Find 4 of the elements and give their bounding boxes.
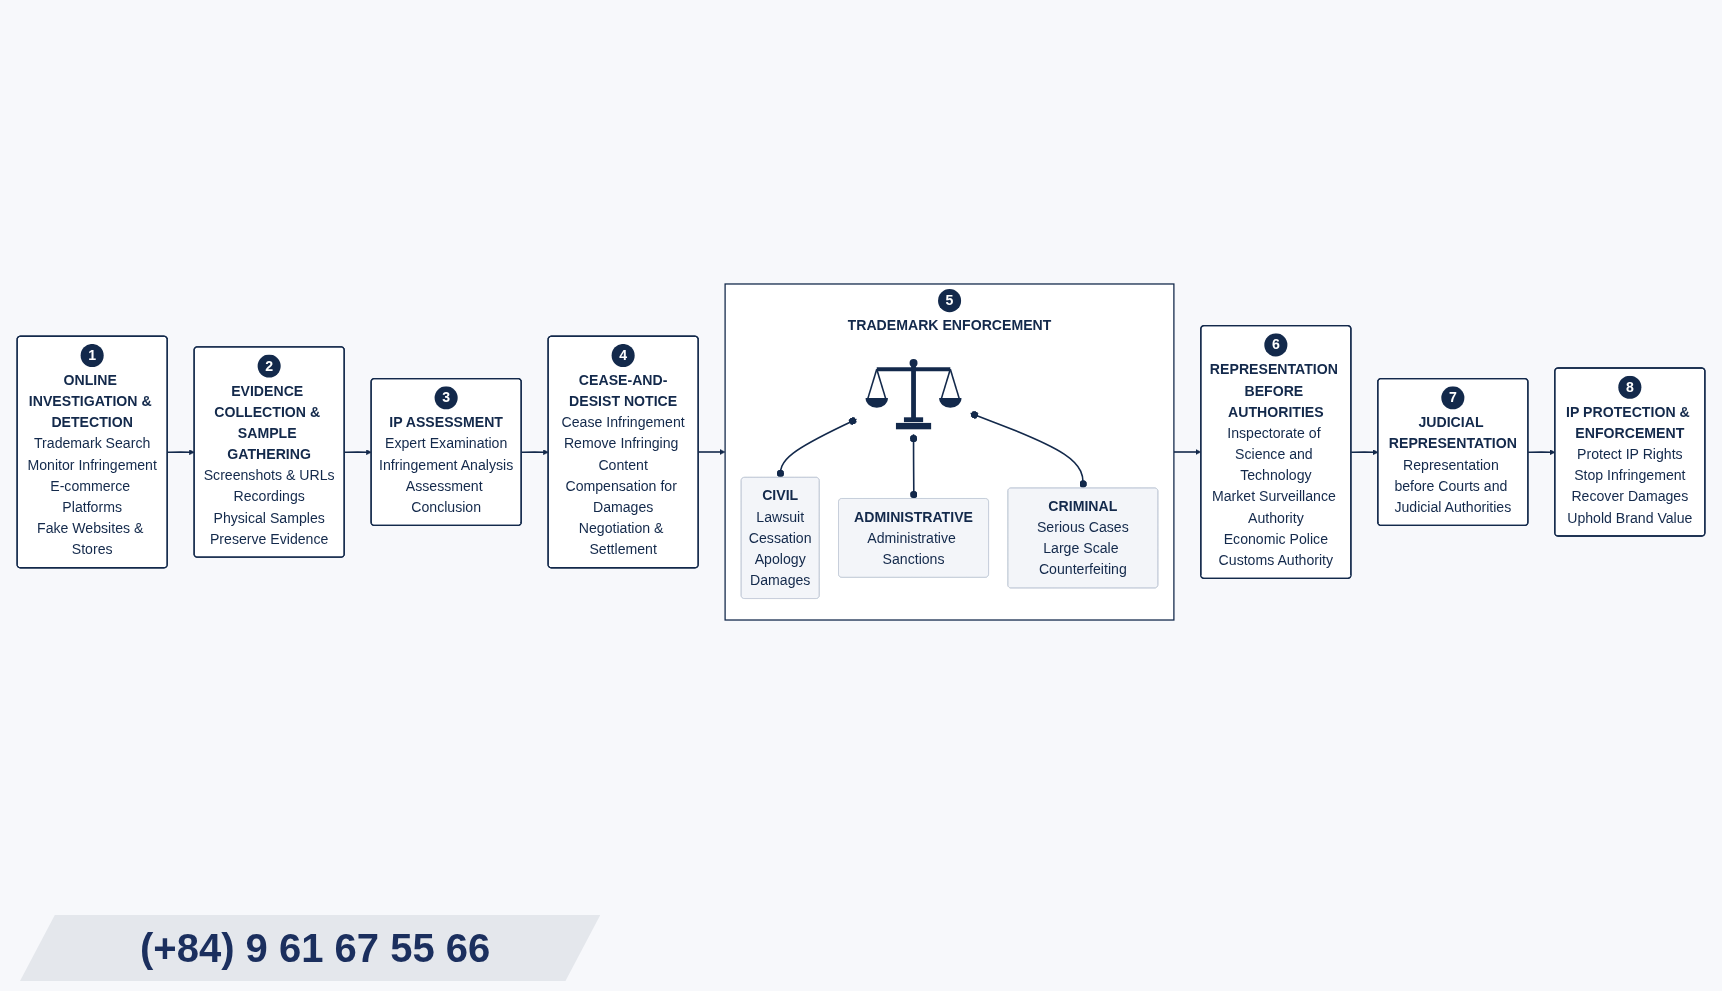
connector [909, 433, 918, 500]
connector [776, 417, 858, 479]
scales-of-justice-picture [865, 358, 962, 430]
phone-number: (+84) 9 61 67 55 66 [20, 915, 601, 981]
